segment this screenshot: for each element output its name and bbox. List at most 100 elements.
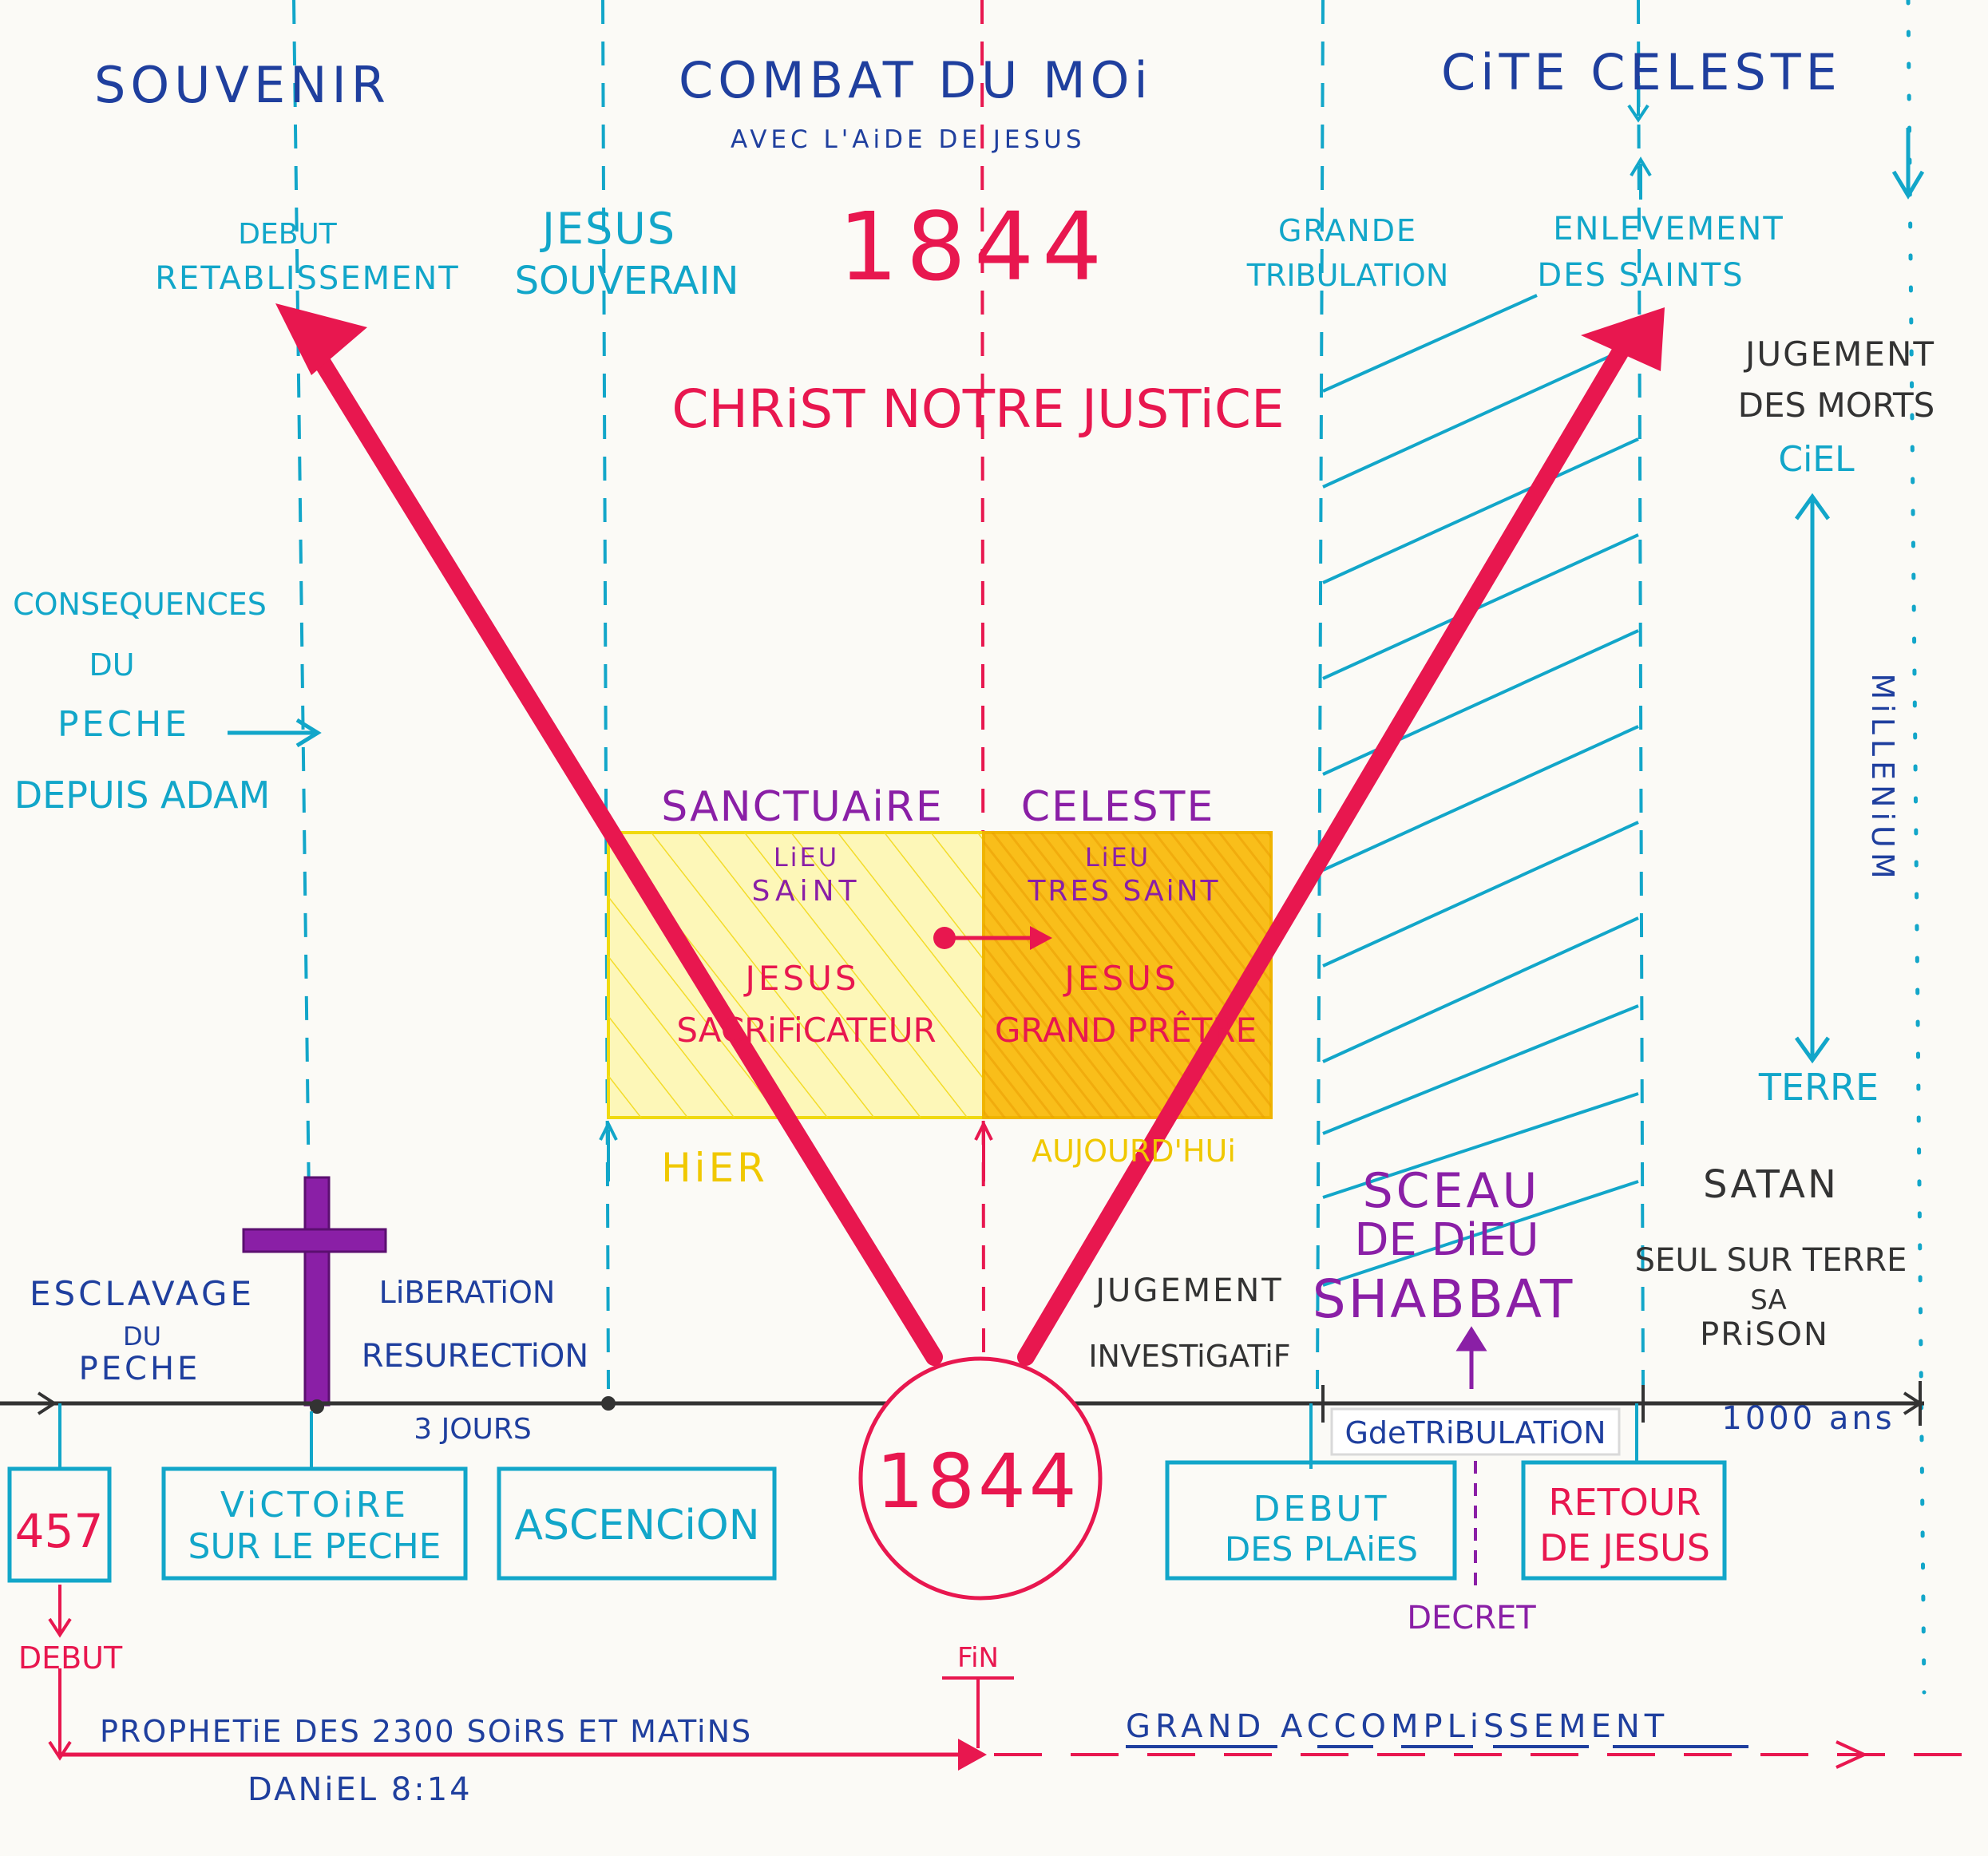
label-prophetie: PROPHETiE DES 2300 SOiRS ET MATiNS xyxy=(100,1714,752,1749)
label-1000-ans: 1000 ans xyxy=(1721,1400,1895,1437)
label-du: DU xyxy=(89,647,134,683)
label-consequences: CONSEQUENCES xyxy=(13,587,267,622)
arrow-to-retablissement xyxy=(307,342,943,1366)
label-saint: SAiNT xyxy=(751,875,861,908)
box-victoire-text-1: ViCTOiRE xyxy=(220,1485,409,1526)
box-retour-text-1: RETOUR xyxy=(1549,1481,1701,1524)
label-gde-tribulation: GdeTRiBULATiON xyxy=(1344,1415,1606,1450)
column-line-combat-right xyxy=(1316,0,1325,1390)
label-decret: DECRET xyxy=(1407,1600,1536,1636)
label-aujourdhui: AUJOURD'HUi xyxy=(1032,1134,1236,1169)
label-ciel: CiEL xyxy=(1778,439,1855,480)
satan-labels: SATAN SEUL SUR TERRE SA PRiSON xyxy=(1635,1162,1907,1353)
label-celeste: CELESTE xyxy=(1021,783,1215,831)
header-combat-du-moi: COMBAT DU MOi xyxy=(679,51,1153,109)
top-labels: DEBUT RETABLISSEMENT JESUS SOUVERAIN GRA… xyxy=(155,204,1784,303)
label-debut-2: DEBUT xyxy=(18,1640,123,1676)
label-lieu: LiEU xyxy=(774,842,839,873)
label-jesus-sacrificateur-1: JESUS xyxy=(743,959,860,998)
circle-1844 xyxy=(858,1356,1103,1601)
cross-icon xyxy=(242,1176,387,1407)
box-457 xyxy=(7,1466,112,1583)
column-headers: SOUVENIR COMBAT DU MOi CiTE CELESTE xyxy=(94,43,1842,114)
label-enlevement: ENLEVEMENT xyxy=(1553,211,1784,247)
arrow-to-enlevement xyxy=(1017,342,1630,1366)
label-liberation: LiBERATiON xyxy=(379,1275,556,1310)
shabbat-up-arrow xyxy=(1455,1326,1487,1389)
label-hier: HiER xyxy=(661,1145,768,1191)
label-fin: FiN xyxy=(957,1642,999,1674)
event-boxes xyxy=(7,1356,1727,1601)
label-investigatif: INVESTiGATiF xyxy=(1088,1339,1290,1374)
label-jesus-grand-pretre-2: GRAND PRÊTRE xyxy=(995,1010,1257,1050)
box-retour-text-2: DE JESUS xyxy=(1539,1526,1710,1569)
column-line-right-edge xyxy=(1906,0,1927,1695)
prophecy-labels: PROPHETiE DES 2300 SOiRS ET MATiNS DANiE… xyxy=(100,1708,1669,1808)
label-jesus-sacrificateur-2: SACRiFiCATEUR xyxy=(676,1011,936,1050)
left-labels: CONSEQUENCES DU PECHE DEPUIS ADAM xyxy=(13,587,270,817)
sanctuary xyxy=(607,831,1273,1119)
label-tres-saint: TRES SAiNT xyxy=(1027,875,1220,908)
box-457-text: 457 xyxy=(15,1504,104,1558)
sanctuary-labels: SANCTUAiRE CELESTE LiEU SAiNT LiEU TRES … xyxy=(661,783,1257,1191)
label-satan: SATAN xyxy=(1703,1162,1839,1207)
cite-up-arrow xyxy=(1630,156,1652,200)
label-jesus-grand-pretre-1: JESUS xyxy=(1063,959,1179,998)
label-jesus-souverain-2: SOUVERAIN xyxy=(515,259,739,303)
arrow-peche-to-line xyxy=(228,718,322,748)
label-daniel: DANiEL 8:14 xyxy=(248,1771,473,1808)
year-1844-top: 1844 xyxy=(838,192,1110,302)
label-du-2: DU xyxy=(123,1321,161,1351)
label-lieu-2: LiEU xyxy=(1085,842,1150,873)
column-line-cite-left xyxy=(1637,0,1645,1390)
label-jesus-souverain-1: JESUS xyxy=(540,204,676,254)
cite-down-arrow xyxy=(1627,76,1649,123)
box-debut-plaies-text-1: DEBUT xyxy=(1253,1489,1390,1530)
right-labels: JUGEMENT DES MORTS CiEL TERRE xyxy=(1738,334,1935,1109)
label-esclavage: ESCLAVAGE xyxy=(30,1274,255,1313)
label-debut: DEBUT xyxy=(238,218,338,251)
box-retour xyxy=(1521,1460,1727,1581)
sceau-labels: SCEAU DE DiEU SHABBAT xyxy=(1313,1163,1575,1330)
timeline-labels: ESCLAVAGE DU PECHE LiBERATiON RESURECTiO… xyxy=(18,1272,1895,1676)
box-debut-plaies-text-2: DES PLAiES xyxy=(1225,1530,1418,1569)
small-arrows xyxy=(228,76,1925,1389)
label-grande: GRANDE xyxy=(1278,213,1417,248)
hier-up-arrow xyxy=(599,1120,618,1181)
label-grand-accomplissement: GRAND ACCOMPLiSSEMENT xyxy=(1126,1708,1669,1745)
label-sanctuaire: SANCTUAiRE xyxy=(661,783,944,831)
christ-notre-justice: CHRiST NOTRE JUSTiCE xyxy=(671,378,1284,440)
label-shabbat: SHABBAT xyxy=(1313,1268,1575,1330)
label-peche-2: PECHE xyxy=(79,1351,201,1387)
box-victoire xyxy=(161,1466,468,1581)
arrow-head-left xyxy=(275,303,367,375)
label-depuis-adam: DEPUIS ADAM xyxy=(14,774,271,817)
box-labels: 457 ViCTOiRE SUR LE PECHE ASCENCiON 1844… xyxy=(15,1438,1710,1569)
label-sceau: SCEAU xyxy=(1363,1163,1541,1219)
timeline-dot-cross xyxy=(310,1399,324,1414)
sanctuary-transfer-arrow xyxy=(933,926,1052,950)
prophecy-line xyxy=(48,1585,1980,1771)
label-de-dieu: DE DiEU xyxy=(1354,1214,1539,1266)
header-cite-celeste: CiTE CELESTE xyxy=(1441,43,1842,101)
circle-1844-text: 1844 xyxy=(876,1438,1079,1526)
millenium-arrow xyxy=(1794,493,1831,1064)
label-jugement-2: JUGEMENT xyxy=(1093,1272,1283,1309)
label-des-saints: DES SAINTS xyxy=(1537,257,1744,294)
label-retablissement: RETABLISSEMENT xyxy=(155,260,459,297)
label-tribulation: TRIBULATION xyxy=(1246,258,1449,293)
label-3-jours: 3 JOURS xyxy=(414,1413,532,1446)
arrow-head-right xyxy=(1581,307,1665,371)
box-gde-tribulation xyxy=(1330,1407,1621,1456)
box-victoire-text-2: SUR LE PECHE xyxy=(188,1526,442,1567)
label-jugement-morts-1: JUGEMENT xyxy=(1743,334,1935,374)
label-resurection: RESURECTiON xyxy=(362,1338,588,1375)
box-debut-plaies xyxy=(1165,1460,1457,1581)
label-seul-sur-terre: SEUL SUR TERRE xyxy=(1635,1242,1907,1279)
combat-subtitle: AVEC L'AiDE DE JESUS xyxy=(731,125,1086,154)
label-sa: SA xyxy=(1750,1284,1786,1316)
label-jugement-morts-2: DES MORTS xyxy=(1738,386,1935,425)
v-arrows xyxy=(275,303,1665,1366)
